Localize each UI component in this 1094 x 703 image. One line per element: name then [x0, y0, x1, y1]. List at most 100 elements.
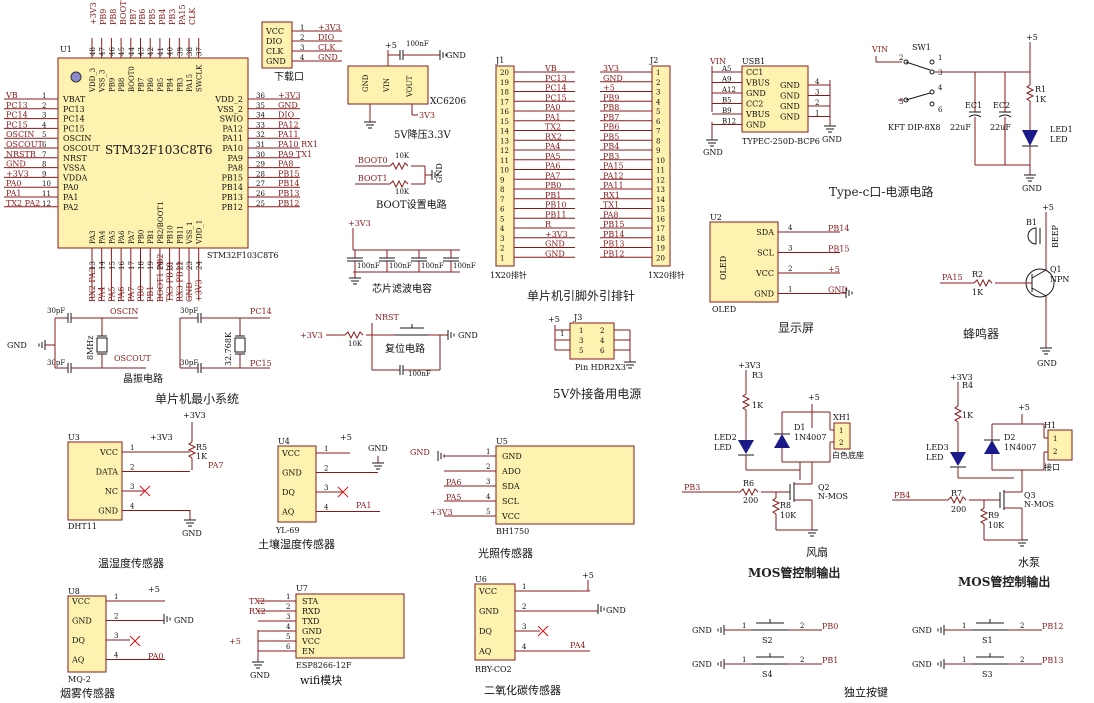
r3: R3 — [752, 371, 763, 380]
smoke-pin-name: VCC — [71, 597, 90, 606]
reg-pin-vout: VOUT — [406, 75, 414, 98]
r9v: 10K — [988, 521, 1005, 530]
mcu-top-pin-name: PB9 — [108, 78, 116, 92]
buzzer-type: BEEP — [1051, 224, 1060, 248]
debug-pin-name: VCC — [265, 27, 284, 36]
light-net: PA6 — [446, 478, 462, 487]
usb-pin-name: CC2 — [746, 100, 763, 109]
j1-num: 5 — [500, 215, 504, 223]
nc-mark — [537, 625, 549, 637]
j2-net: PA12 — [603, 171, 624, 180]
j1-num: 13 — [500, 137, 509, 145]
mcu-left-num: 3 — [42, 112, 46, 120]
h1p: 接口 — [1044, 462, 1060, 472]
key-gnd: GND — [692, 660, 712, 669]
j1-body — [495, 65, 515, 267]
gnd-symbol — [437, 450, 445, 462]
j2-net: PB8 — [603, 103, 619, 112]
co2-vcc: +5 — [582, 571, 594, 580]
usb-pin-num: B5 — [722, 97, 732, 105]
pump-v5: +5 — [1018, 403, 1030, 412]
mcu-left-num: 9 — [42, 170, 46, 178]
mcu-right-num: 34 — [256, 112, 265, 120]
ec2v: 22uF — [990, 123, 1011, 132]
oled-net: PB15 — [828, 245, 849, 254]
mcu-bottom-num: 13 — [89, 261, 97, 270]
mcu-bottom-num: 20 — [157, 261, 165, 270]
mcu-left-net: PA1 — [6, 189, 22, 198]
j1-net: PB10 — [545, 201, 566, 210]
r4v: 1K — [962, 411, 974, 420]
light-net: GND — [410, 448, 430, 457]
mcu-left-net: GND — [6, 160, 26, 169]
bk-p2: 2 — [600, 327, 604, 335]
mcu-bottom-net: PB0 — [137, 286, 146, 302]
min-system-caption: 单片机最小系统 — [155, 392, 239, 406]
debug-pin-name: GND — [266, 57, 286, 66]
soil-pin-name: GND — [282, 469, 302, 478]
mcu-top-num: 41 — [157, 47, 165, 56]
filter-caption: 芯片滤波电容 — [372, 282, 432, 295]
smoke-pin-name: AQ — [71, 656, 85, 665]
j2-net: PB15 — [603, 220, 624, 229]
reg-pin-gnd: GND — [362, 74, 370, 92]
mcu-part: STM32F103C8T6 — [105, 143, 212, 157]
buzzer-caption: 蜂鸣器 — [963, 326, 999, 341]
key-ref: S3 — [982, 670, 993, 679]
j2-num: 5 — [656, 108, 660, 116]
mcu-right-net: +3V3 — [278, 91, 301, 100]
reg-gnd: GND — [446, 51, 466, 60]
reset-gnd: GND — [458, 331, 478, 340]
mcu-right-net: PB13 — [278, 189, 299, 198]
sw-n2: 2 — [899, 54, 903, 62]
q2t: N-MOS — [818, 492, 848, 501]
dht-rvcc: +3V3 — [183, 411, 206, 420]
backup-part: Pin HDR2X3 — [575, 363, 626, 372]
j2-net: PA15 — [603, 162, 624, 171]
debug-pin-name: DIO — [266, 37, 283, 46]
dht-pin-name: DATA — [96, 468, 119, 477]
key-pin2: 2 — [800, 656, 804, 664]
j2-num: 4 — [656, 98, 661, 106]
mcu-top-num: 39 — [176, 47, 184, 56]
mcu-left-net: PC15 — [6, 120, 28, 129]
j1-num: 18 — [500, 89, 509, 97]
smoke-body — [67, 595, 107, 673]
light-caption: 光照传感器 — [478, 546, 533, 560]
j1-num: 9 — [500, 176, 504, 184]
mcu-right-net: PA12 — [278, 120, 299, 129]
r4: R4 — [962, 381, 973, 390]
j1-net: R — [545, 220, 552, 229]
mcu-left-pin-name: PA2 — [63, 203, 79, 212]
boot-block: BOOT0 BOOT1 10K 10K GND BOOT设置电路 — [355, 152, 447, 211]
co2-pin-name: DQ — [479, 627, 492, 636]
mcu-left-pin-name: PA1 — [63, 193, 79, 202]
r1v: 1K — [1035, 95, 1047, 104]
wifi-num: 4 — [286, 623, 291, 631]
mcu-top-net: CLK — [188, 7, 197, 25]
mcu-right-pin-name: PB13 — [222, 193, 243, 202]
key-pin1: 1 — [742, 622, 746, 630]
j1-num: 2 — [500, 245, 504, 253]
r9: R9 — [988, 511, 999, 520]
dht-ref: U3 — [68, 433, 80, 442]
fan-net: PB3 — [684, 483, 700, 492]
mcu-top-num: 44 — [128, 47, 136, 56]
mcu-bottom-net: PB1 — [146, 286, 155, 302]
oled-net: GND — [828, 286, 848, 295]
mcu-left-num: 5 — [42, 131, 46, 139]
j2-net: 3V3 — [603, 64, 619, 73]
usb-pin-num-r: 1 — [815, 110, 819, 118]
dht-net: PA7 — [208, 461, 224, 470]
mcu-left-pin-name: VDDA — [62, 173, 88, 182]
j2-num: 7 — [656, 128, 660, 136]
soil-vcc: +5 — [340, 433, 352, 442]
mcu-top-num: 47 — [99, 47, 107, 56]
j1-num: 4 — [500, 225, 505, 233]
mcu-top-net: PB3 — [168, 9, 177, 25]
j1-num: 8 — [500, 186, 504, 194]
pump-caption: MOS管控制输出 — [958, 574, 1050, 589]
j1-net: PA1 — [545, 113, 561, 122]
light-num: 2 — [486, 463, 490, 471]
j2-net: +5 — [603, 84, 615, 93]
